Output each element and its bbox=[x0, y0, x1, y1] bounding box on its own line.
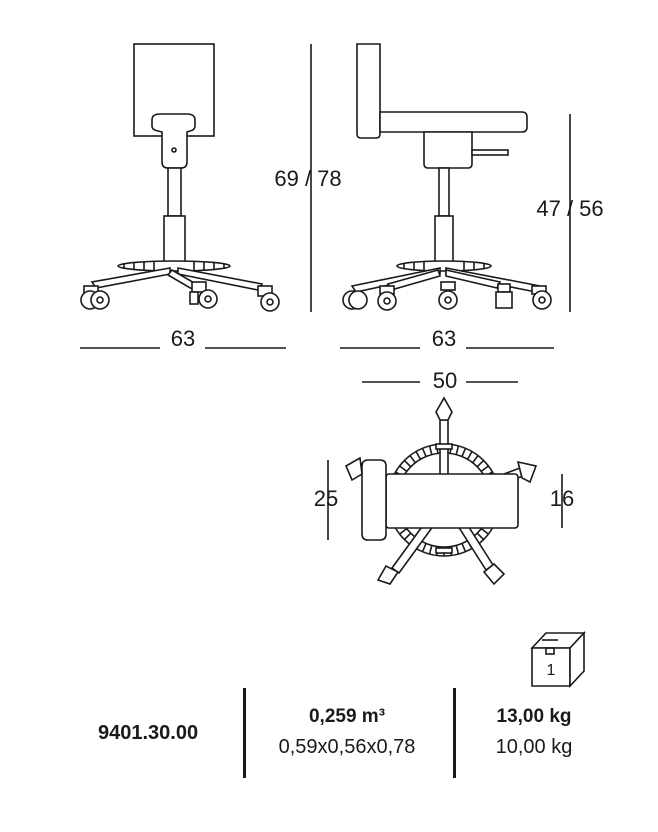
caster-side-3 bbox=[438, 281, 458, 310]
gas-lift-upper-side bbox=[438, 167, 450, 217]
foot-ring-side bbox=[396, 260, 492, 272]
ring-tick bbox=[403, 532, 412, 541]
ring-tick bbox=[455, 445, 460, 455]
gas-lift-lower bbox=[163, 215, 186, 263]
ring-tick bbox=[399, 465, 408, 473]
front-width-label: 63 bbox=[171, 326, 195, 351]
caster-right bbox=[257, 285, 280, 312]
lever-side bbox=[471, 149, 509, 156]
ring-tick bbox=[455, 545, 460, 555]
seat-height-label: 47 / 56 bbox=[536, 196, 603, 221]
ring-tick bbox=[421, 543, 427, 553]
ring-tick bbox=[428, 445, 433, 455]
ring-tick bbox=[471, 455, 479, 464]
top-depth-label: 50 bbox=[433, 368, 457, 393]
caster-center bbox=[189, 281, 218, 309]
front-height-label: 69 / 78 bbox=[274, 166, 341, 191]
backrest-side bbox=[356, 43, 381, 139]
top-view bbox=[344, 396, 538, 586]
caster-side-2 bbox=[377, 285, 397, 311]
front-view bbox=[80, 43, 280, 312]
seat-depth-label: 16 bbox=[550, 486, 574, 511]
caster-side-4 bbox=[495, 283, 513, 309]
lever-hole bbox=[171, 147, 177, 153]
side-view bbox=[342, 43, 552, 311]
ring-tick bbox=[461, 543, 467, 553]
mechanism-side bbox=[423, 131, 473, 169]
backrest-top bbox=[361, 459, 387, 541]
ring-tick bbox=[421, 447, 427, 457]
ring-tick bbox=[415, 451, 422, 460]
ring-tick bbox=[428, 545, 433, 555]
caster-side-1 bbox=[342, 290, 368, 310]
base-leg-left bbox=[90, 267, 171, 289]
net-weight: 10,00 kg bbox=[495, 736, 573, 758]
base-leg-side-front bbox=[445, 269, 502, 289]
ring-tick bbox=[399, 527, 408, 535]
back-depth-label: 25 bbox=[314, 486, 338, 511]
seat-mechanism bbox=[151, 113, 196, 169]
seat-top bbox=[385, 473, 519, 529]
ring-tick bbox=[476, 532, 485, 541]
package-volume: 0,259 m³ bbox=[308, 706, 386, 727]
gas-lift-lower-side bbox=[434, 215, 454, 263]
separator-left bbox=[243, 688, 246, 778]
ring-tick bbox=[409, 455, 417, 464]
ring-label-bottom bbox=[435, 547, 453, 554]
ring-hatching bbox=[123, 262, 225, 270]
separator-right bbox=[453, 688, 456, 778]
ring-tick bbox=[461, 447, 467, 457]
gas-lift-upper bbox=[167, 167, 182, 217]
ring-hatching-side bbox=[403, 262, 485, 270]
package-size: 0,59x0,56x0,78 bbox=[278, 736, 416, 758]
caster-left bbox=[80, 285, 110, 310]
package-box-icon: 1 bbox=[530, 630, 586, 689]
ring-tick bbox=[480, 465, 489, 473]
caster-side-5 bbox=[531, 285, 552, 310]
ring-tick bbox=[480, 527, 489, 535]
ring-tick bbox=[476, 459, 485, 468]
ring-tick bbox=[403, 459, 412, 468]
seat-side bbox=[379, 111, 528, 133]
side-width-label: 63 bbox=[432, 326, 456, 351]
ring-tick bbox=[466, 451, 473, 460]
product-code: 9401.30.00 bbox=[98, 722, 199, 744]
gross-weight: 13,00 kg bbox=[496, 706, 572, 727]
package-count: 1 bbox=[547, 662, 556, 679]
ring-label-top bbox=[435, 443, 453, 450]
